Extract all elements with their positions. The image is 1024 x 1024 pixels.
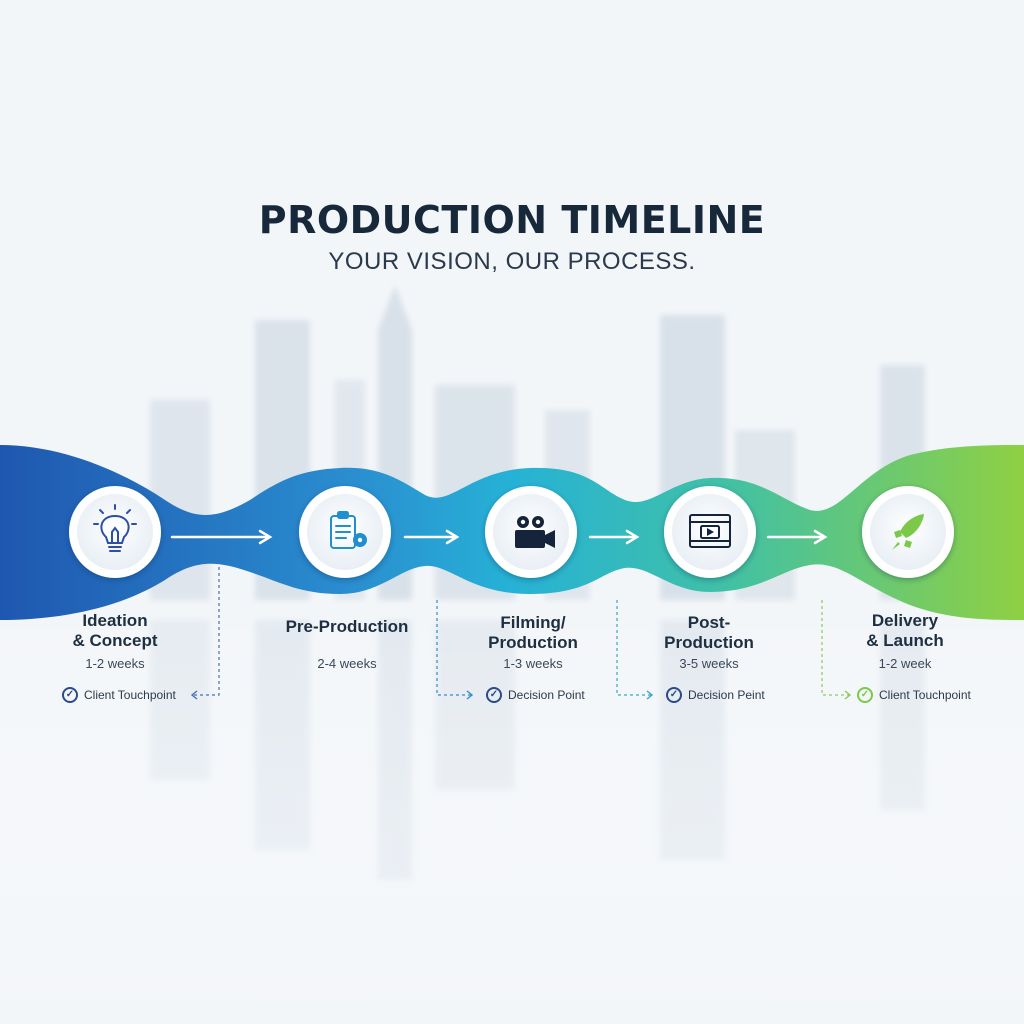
stage-name-post-production: Post- Production [664, 613, 754, 652]
stage-node-ideation [69, 486, 161, 578]
touchpoint-label: Client Touchpoint [84, 688, 176, 702]
touchpoint-connectors [192, 555, 850, 696]
touchpoint-label: Decision Peint [688, 688, 765, 702]
touchpoint-label: Decision Point [508, 688, 585, 702]
check-circle-icon: ✓ [486, 687, 502, 703]
touchpoint-client-1: ✓ Client Touchpoint [62, 687, 176, 703]
movie-camera-icon [515, 516, 555, 548]
flow-arrows [170, 529, 828, 545]
stage-duration-pre-production: 2-4 weeks [317, 656, 377, 671]
check-circle-icon: ✓ [62, 687, 78, 703]
touchpoint-arrowheads [190, 690, 852, 700]
stage-name-pre-production: Pre-Production [285, 617, 409, 636]
touchpoint-decision-1: ✓ Decision Point [486, 687, 585, 703]
touchpoint-client-2: ✓ Client Touchpoint [857, 687, 971, 703]
video-editor-icon [689, 514, 731, 548]
stage-name-delivery: Delivery & Launch [866, 611, 944, 650]
stage-duration-delivery: 1-2 week [878, 656, 932, 671]
check-circle-icon: ✓ [666, 687, 682, 703]
lightbulb-icon [93, 504, 137, 552]
stage-duration-ideation: 1-2 weeks [85, 656, 145, 671]
page-title: PRODUCTION TIMELINE [258, 198, 766, 242]
clipboard-gear-icon [330, 511, 367, 549]
touchpoint-decision-2: ✓ Decision Peint [666, 687, 765, 703]
check-circle-icon: ✓ [857, 687, 873, 703]
stage-duration-filming: 1-3 weeks [503, 656, 563, 671]
touchpoint-label: Client Touchpoint [879, 688, 971, 702]
stage-name-ideation: Ideation & Concept [72, 611, 158, 650]
stage-name-filming: Filming/ Production [488, 613, 578, 652]
page-subtitle: YOUR VISION, OUR PROCESS. [328, 248, 696, 275]
rocket-icon [892, 514, 924, 550]
stage-duration-post-production: 3-5 weeks [679, 656, 739, 671]
